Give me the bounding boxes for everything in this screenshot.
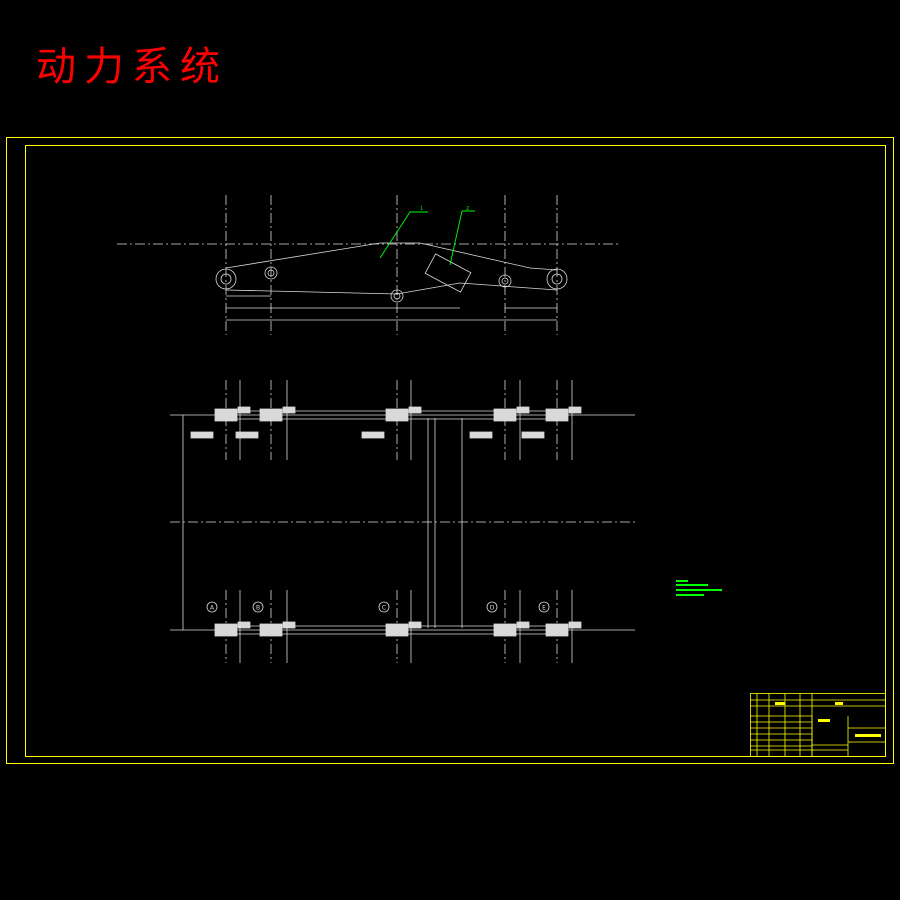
cylinder-block	[424, 253, 472, 293]
view-label-circle	[206, 601, 218, 613]
annotation-text	[190, 431, 214, 439]
bearing-block	[385, 408, 409, 422]
view-label-circle	[486, 601, 498, 613]
leader-line-1	[379, 211, 428, 259]
technical-note-line	[676, 580, 688, 582]
bearing-block	[214, 623, 238, 637]
bearing-block	[545, 408, 569, 422]
annotation-tag	[237, 406, 251, 414]
technical-note-line	[676, 589, 722, 591]
bearing-block	[214, 408, 238, 422]
annotation-tag	[408, 406, 422, 414]
bearing-block	[259, 623, 283, 637]
view-label: A	[210, 605, 215, 612]
annotation-text	[361, 431, 385, 439]
bearing-block	[545, 623, 569, 637]
pivot-hole	[267, 269, 275, 277]
view-label: E	[542, 605, 546, 612]
leader-line-2	[449, 210, 475, 266]
bearing-block	[385, 623, 409, 637]
drawing-lines: A B C D E	[117, 195, 635, 663]
view-label-circle	[252, 601, 264, 613]
view-label: C	[382, 605, 386, 612]
view-label-circle	[538, 601, 550, 613]
annotation-tag	[408, 621, 422, 629]
title-block-text	[855, 734, 881, 737]
annotation-tag	[516, 406, 530, 414]
pivot-circle	[546, 268, 568, 290]
drawing-frame	[6, 137, 894, 764]
title-block-text	[835, 702, 843, 705]
pivot-circle	[390, 289, 404, 303]
title-block-text	[818, 719, 830, 722]
annotation-tag	[568, 621, 582, 629]
pivot-hole	[551, 273, 563, 285]
bearing-block	[493, 623, 517, 637]
annotation-text	[469, 431, 493, 439]
title-block	[750, 693, 886, 757]
outer-border	[6, 137, 894, 764]
annotation-tag	[282, 406, 296, 414]
annotation-tag	[568, 406, 582, 414]
pivot-circle	[264, 266, 278, 280]
view-label: D	[490, 605, 495, 612]
bearing-block	[493, 408, 517, 422]
bearing-block	[259, 408, 283, 422]
annotation-tag	[237, 621, 251, 629]
link-outline	[225, 242, 558, 295]
annotation-text	[235, 431, 259, 439]
pivot-circle	[215, 268, 237, 290]
drawing-title: 动力系统	[36, 44, 228, 90]
title-block-text	[775, 702, 785, 705]
view-label-circle	[378, 601, 390, 613]
annotation-tag	[282, 621, 296, 629]
pivot-hole	[220, 273, 232, 285]
pivot-hole	[501, 277, 509, 285]
leader-label: 2	[466, 206, 469, 212]
pivot-hole	[393, 292, 401, 300]
pivot-circle	[498, 274, 512, 288]
annotation-tag	[516, 621, 530, 629]
view-label: B	[256, 605, 260, 612]
inner-border	[25, 145, 886, 757]
title-block-border	[750, 693, 886, 757]
technical-note-line	[676, 584, 708, 586]
annotation-text	[521, 431, 545, 439]
technical-note-line	[676, 594, 704, 596]
leader-label: 1	[420, 206, 423, 212]
